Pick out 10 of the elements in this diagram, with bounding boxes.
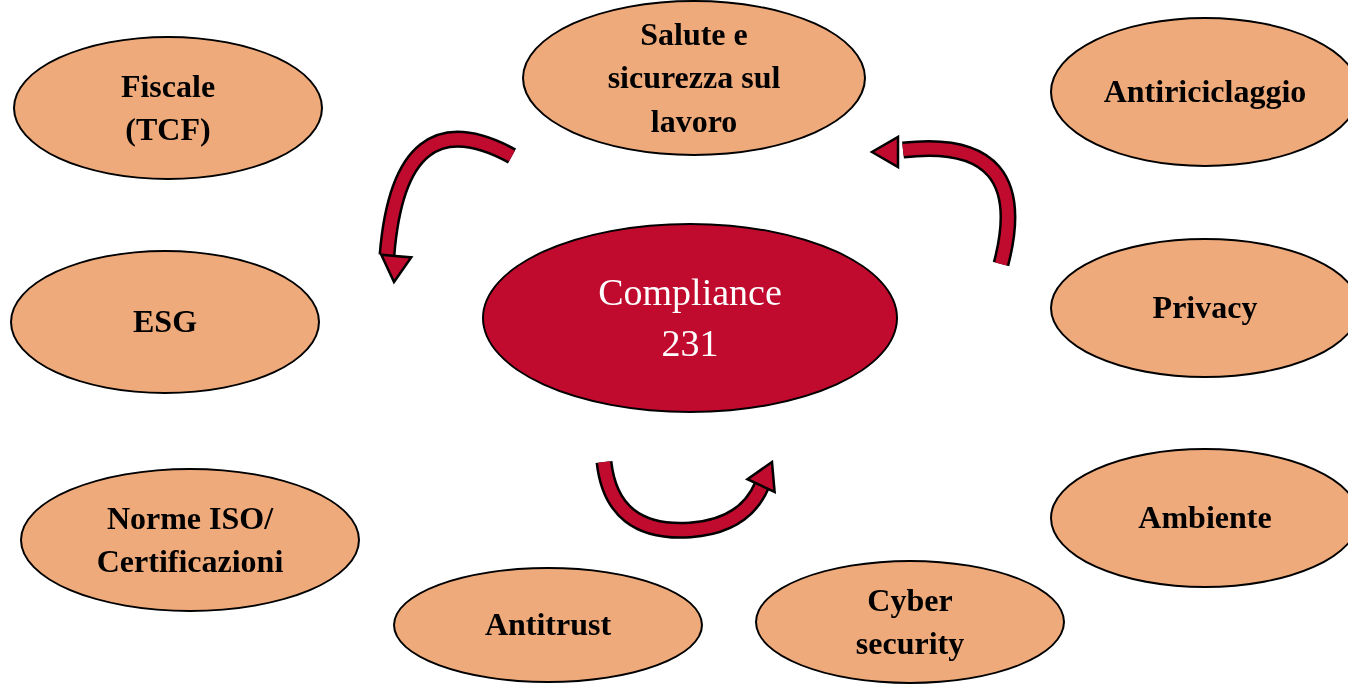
ellipse-label: Salute e sicurezza sul lavoro — [606, 15, 782, 141]
ellipse-label: Privacy — [1152, 288, 1258, 328]
ellipse-label: Norme ISO/ Certificazioni — [95, 498, 285, 581]
ellipse-label: Cyber security — [854, 580, 966, 663]
ellipse-label: ESG — [133, 302, 197, 342]
ellipse-label: Antitrust — [484, 605, 612, 645]
ellipse-label: Compliance 231 — [597, 269, 783, 366]
ellipse-label: Fiscale (TCF) — [119, 66, 217, 149]
ellipse-label: Ambiente — [1138, 498, 1272, 538]
ellipse-label: Antiriciclaggio — [1103, 72, 1307, 112]
